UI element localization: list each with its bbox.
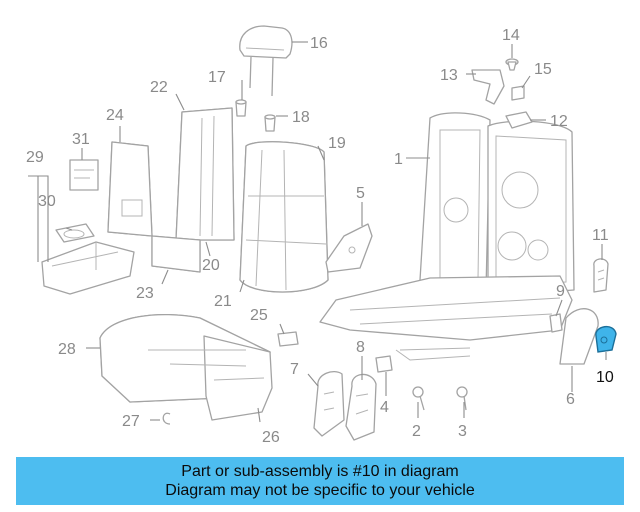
part-27-clip bbox=[162, 412, 171, 425]
callout-1: 1 bbox=[394, 151, 403, 168]
callout-24: 24 bbox=[106, 107, 124, 124]
callout-22: 22 bbox=[150, 79, 168, 96]
callout-25: 25 bbox=[250, 307, 268, 324]
callout-labels: 16 17 22 18 24 19 31 29 30 20 21 23 1 5 … bbox=[26, 27, 614, 446]
callout-29: 29 bbox=[26, 149, 44, 166]
part-14-clip bbox=[505, 58, 519, 71]
callout-10: 10 bbox=[596, 369, 614, 386]
callout-8: 8 bbox=[356, 339, 365, 356]
part-25-clip bbox=[277, 331, 299, 347]
part-15-clip bbox=[511, 85, 525, 101]
callout-15: 15 bbox=[534, 61, 552, 78]
callout-23: 23 bbox=[136, 285, 154, 302]
callout-17: 17 bbox=[208, 69, 226, 86]
info-banner: Part or sub-assembly is #10 in diagram D… bbox=[16, 457, 624, 505]
part-6-side-cover bbox=[559, 308, 599, 365]
callout-30: 30 bbox=[38, 193, 56, 210]
callout-11: 11 bbox=[592, 227, 609, 244]
part-12-strike bbox=[505, 111, 533, 129]
part-22-pad bbox=[175, 107, 235, 241]
part-16-headrest bbox=[239, 25, 293, 97]
callout-7: 7 bbox=[290, 361, 299, 378]
part-26-cushion-cover bbox=[148, 335, 273, 421]
part-7-cover bbox=[313, 371, 345, 437]
callout-9: 9 bbox=[556, 283, 565, 300]
part-31-label bbox=[69, 159, 99, 191]
callout-14: 14 bbox=[502, 27, 520, 44]
callout-5: 5 bbox=[356, 185, 365, 202]
callout-27: 27 bbox=[122, 413, 140, 430]
part-29-armrest bbox=[41, 241, 135, 295]
callout-18: 18 bbox=[292, 109, 310, 126]
banner-line-2: Diagram may not be specific to your vehi… bbox=[165, 482, 475, 499]
leader-lines bbox=[28, 41, 607, 423]
part-30-trim bbox=[55, 223, 95, 243]
callout-19: 19 bbox=[328, 135, 346, 152]
part-2-bolt bbox=[412, 386, 425, 411]
callout-31: 31 bbox=[72, 131, 90, 148]
callout-4: 4 bbox=[380, 399, 389, 416]
callout-12: 12 bbox=[550, 113, 568, 130]
part-9-lever bbox=[549, 313, 563, 333]
callout-16: 16 bbox=[310, 35, 328, 52]
callout-21: 21 bbox=[214, 293, 232, 310]
callout-28: 28 bbox=[58, 341, 76, 358]
callout-26: 26 bbox=[262, 429, 280, 446]
callout-2: 2 bbox=[412, 423, 421, 440]
part-8-cover bbox=[345, 373, 377, 441]
part-23-pad bbox=[151, 235, 201, 273]
part-17-guide bbox=[235, 99, 247, 117]
part-10-highlighted bbox=[595, 326, 617, 353]
part-5-bracket bbox=[325, 223, 373, 273]
callout-20: 20 bbox=[202, 257, 220, 274]
part-4-cap bbox=[375, 355, 393, 373]
part-11-knob bbox=[593, 258, 609, 293]
part-13-bracket bbox=[471, 69, 505, 105]
banner-line-1: Part or sub-assembly is #10 in diagram bbox=[181, 463, 459, 480]
part-24-back-board bbox=[107, 141, 153, 237]
part-3-bolt bbox=[456, 386, 468, 411]
callout-13: 13 bbox=[440, 67, 458, 84]
callout-3: 3 bbox=[458, 423, 467, 440]
part-19-seatback-cover bbox=[239, 141, 329, 293]
callout-6: 6 bbox=[566, 391, 575, 408]
parts-diagram: 16 17 22 18 24 19 31 29 30 20 21 23 1 5 … bbox=[26, 25, 617, 446]
part-18-guide bbox=[264, 114, 276, 132]
part-1-frame bbox=[319, 112, 575, 361]
